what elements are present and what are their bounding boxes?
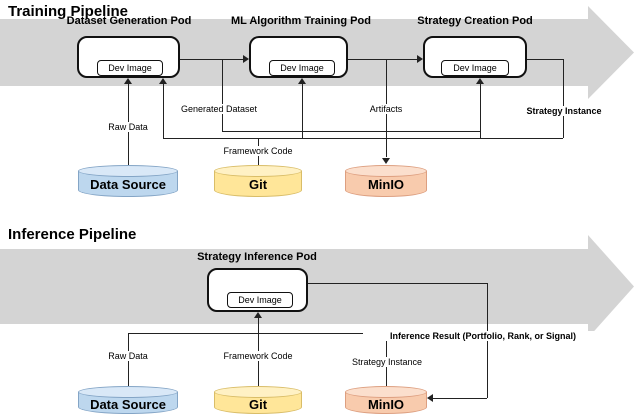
label-artifacts: Artifacts xyxy=(356,104,416,114)
label-strategy-instance: Strategy Instance xyxy=(514,106,614,116)
pod-label-strategy-inference: Strategy Inference Pod xyxy=(197,251,317,263)
connector-inference-result-into-minio xyxy=(433,398,487,399)
arrowhead-into-pod2 xyxy=(243,55,249,63)
cylinder-top-ellipse xyxy=(345,165,427,177)
cylinder-label: MinIO xyxy=(367,397,405,412)
connector-bus-to-pod2 xyxy=(302,84,303,138)
connector-inference-result-h xyxy=(308,283,487,284)
cylinder-body xyxy=(345,392,427,414)
cylinder-data-source: Data Source xyxy=(78,165,178,197)
connector-pod1-to-pod2 xyxy=(180,59,243,60)
cylinder-label: Git xyxy=(248,397,268,412)
cylinder-top-ellipse xyxy=(214,386,302,398)
label-inference-result: Inference Result (Portfolio, Rank, or Si… xyxy=(363,331,603,341)
dev-image-box: Dev Image xyxy=(227,292,293,308)
connector-strategy-instance-h xyxy=(527,59,563,60)
cylinder-minio: MinIO xyxy=(345,165,427,197)
arrowhead-bus-into-pod2 xyxy=(298,78,306,84)
cylinder-data-source: Data Source xyxy=(78,386,178,414)
label-framework-code: Framework Code xyxy=(216,146,300,156)
arrowhead-inference-result-into-minio xyxy=(427,394,433,402)
label-raw-data: Raw Data xyxy=(98,351,158,361)
label-framework-code: Framework Code xyxy=(216,351,300,361)
connector-framework-code-bus xyxy=(163,138,563,139)
dev-image-box: Dev Image xyxy=(441,60,509,76)
pod-strategy-creation-box xyxy=(423,36,527,78)
connector-inference-input-bus xyxy=(128,333,386,334)
cylinder-top-ellipse xyxy=(345,386,427,398)
cylinder-git: Git xyxy=(214,165,302,197)
dev-image-box: Dev Image xyxy=(97,60,163,76)
connector-bus-to-pod1 xyxy=(163,84,164,138)
inference-title: Inference Pipeline xyxy=(8,226,137,243)
cylinder-label: Data Source xyxy=(90,177,166,192)
connector-generated-dataset xyxy=(222,59,223,131)
pod-label-ml-training: ML Algorithm Training Pod xyxy=(231,15,371,27)
cylinder-label: MinIO xyxy=(367,177,405,192)
cylinder-git: Git xyxy=(214,386,302,414)
connector-pod2-to-pod3 xyxy=(348,59,417,60)
arrowhead-into-inference-pod xyxy=(254,312,262,318)
arrowhead-bus-into-pod3 xyxy=(476,78,484,84)
training-title: Training Pipeline xyxy=(8,3,129,20)
arrowhead-bus-into-pod1 xyxy=(159,78,167,84)
label-generated-dataset: Generated Dataset xyxy=(177,104,261,114)
cylinder-top-ellipse xyxy=(78,386,178,398)
training-banner-arrowhead xyxy=(588,6,634,99)
dev-image-box: Dev Image xyxy=(269,60,335,76)
connector-strategy-instance-v xyxy=(563,59,564,138)
label-raw-data: Raw Data xyxy=(98,122,158,132)
cylinder-label: Data Source xyxy=(90,397,166,412)
pod-label-strategy-creation: Strategy Creation Pod xyxy=(417,15,533,27)
arrowhead-raw-data-into-pod1 xyxy=(124,78,132,84)
cylinder-minio: MinIO xyxy=(345,386,427,414)
cylinder-top-ellipse xyxy=(78,165,178,177)
connector-bus-to-pod3 xyxy=(480,84,481,138)
connector-generated-dataset-bus xyxy=(222,131,480,132)
arrowhead-artifacts-into-minio xyxy=(382,158,390,164)
cylinder-body xyxy=(78,392,178,414)
arrowhead-into-pod3 xyxy=(417,55,423,63)
cylinder-top-ellipse xyxy=(214,165,302,177)
inference-banner-arrowhead xyxy=(588,235,634,338)
pod-label-dataset-generation: Dataset Generation Pod xyxy=(66,15,192,27)
cylinder-label: Git xyxy=(248,177,268,192)
cylinder-body xyxy=(214,392,302,414)
label-strategy-instance: Strategy Instance xyxy=(345,357,429,367)
